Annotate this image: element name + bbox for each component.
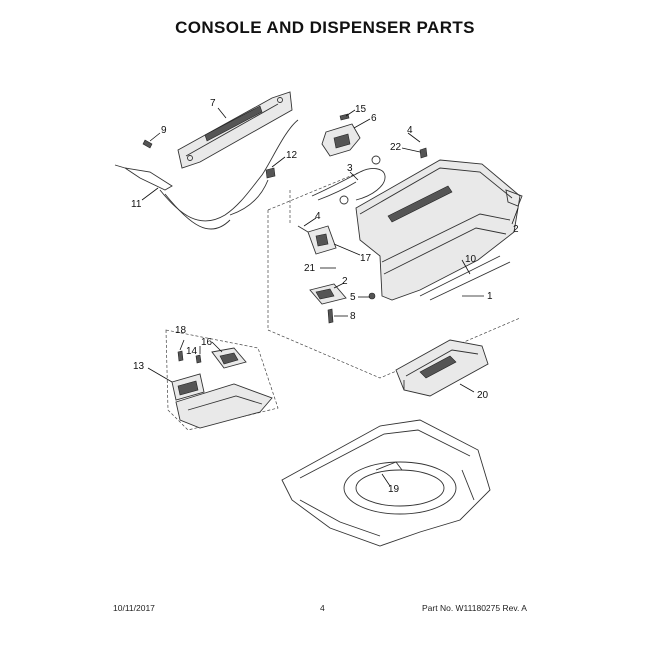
part-22-clip [419, 147, 428, 159]
callout-2-lower: 2 [342, 276, 348, 287]
callout-16: 16 [201, 337, 213, 348]
callout-19: 19 [388, 484, 400, 495]
part-13-control-board [165, 329, 279, 431]
callout-2-right: 2 [513, 224, 519, 235]
callout-20: 20 [477, 390, 489, 401]
part-14-screw [195, 354, 202, 364]
callout-9: 9 [161, 125, 167, 136]
callout-18: 18 [175, 325, 187, 336]
part-6-lid-switch [321, 123, 361, 157]
callout-4-top: 4 [407, 125, 413, 136]
callout-5: 5 [350, 292, 356, 303]
callout-14: 14 [186, 346, 198, 357]
callout-7: 7 [210, 98, 216, 109]
part-2-end-cap [505, 189, 523, 207]
part-20-dispenser-drawer [395, 339, 489, 397]
part-19-top-panel [281, 419, 491, 547]
callout-1: 1 [487, 291, 493, 302]
part-9-screw [142, 139, 153, 149]
leader-lines [141, 107, 519, 487]
part-17-pressure-switch [297, 225, 337, 255]
part-18-screw [177, 350, 184, 362]
callout-21: 21 [304, 263, 316, 274]
part-12-clip [265, 167, 276, 179]
footer-page-number: 4 [320, 603, 325, 613]
footer-date: 10/11/2017 [113, 603, 155, 613]
part-2-control-board-lower [309, 283, 347, 305]
callout-17: 17 [360, 253, 372, 264]
callout-10: 10 [465, 254, 477, 265]
callout-6: 6 [371, 113, 377, 124]
part-7-console-rear-panel [177, 91, 293, 169]
part-16-knob [211, 347, 247, 369]
part-5-screw [368, 292, 376, 300]
part-3-hose [311, 155, 386, 205]
callout-22: 22 [390, 142, 402, 153]
page-title: CONSOLE AND DISPENSER PARTS [175, 18, 475, 37]
callout-13: 13 [133, 361, 145, 372]
callout-4-left: 4 [315, 211, 321, 222]
callout-15: 15 [355, 104, 367, 115]
callout-labels: 7 9 11 12 15 6 4 22 3 4 17 21 2 5 8 10 1… [131, 98, 519, 495]
cabinet-outline [267, 169, 521, 379]
part-11-wire-harness [114, 119, 299, 230]
part-8-screw [327, 308, 334, 324]
callout-12: 12 [286, 150, 298, 161]
callout-11: 11 [131, 199, 142, 210]
footer-part-number: Part No. W11180275 Rev. A [422, 603, 527, 613]
part-1-console-assembly [355, 159, 521, 301]
callout-8: 8 [350, 311, 356, 322]
callout-3: 3 [347, 163, 353, 174]
